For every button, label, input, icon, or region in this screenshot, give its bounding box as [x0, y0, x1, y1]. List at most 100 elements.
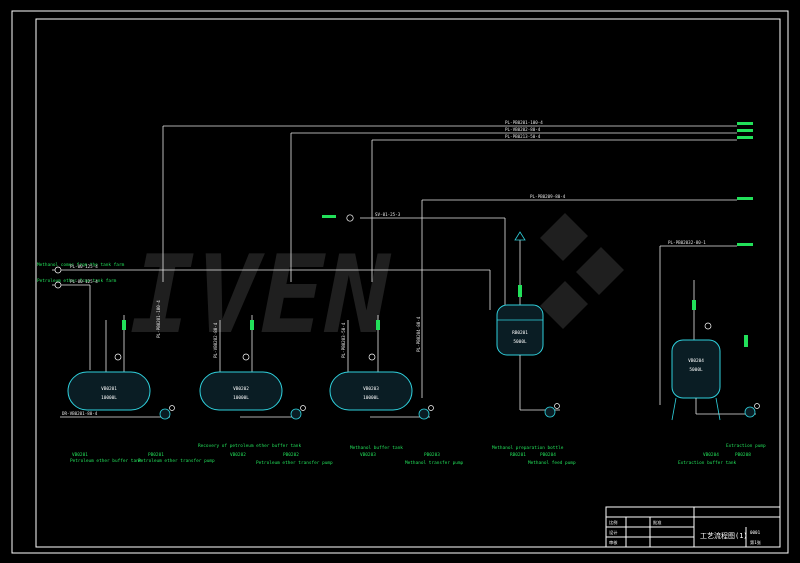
tank1-valve [122, 320, 126, 330]
steam-pipe-label: SV-01-25-3 [375, 212, 401, 217]
pump1-code: PB0201 [148, 452, 164, 458]
pump2-body [290, 408, 302, 420]
outer-frame [11, 10, 789, 554]
tank2-body [199, 371, 283, 411]
left-label-pe: Petroleum ether from tank farm [37, 278, 117, 284]
pump5-code: PB0208 [735, 452, 751, 458]
tank-vb0201: PL-PB0201-100-4 VB0201 10000L DR-VB0201-… [60, 300, 215, 464]
left-label-methanol: Methanol comes from the tank farm [37, 262, 125, 268]
tank2-size: 10000L [233, 395, 249, 401]
tank1-body [67, 371, 151, 411]
terminal-arrow-3 [737, 136, 753, 139]
tank1-riser-label: PL-PB0201-100-4 [156, 300, 161, 338]
watermark-diamond-bottom [540, 281, 588, 329]
tank1-tag: VB0201 [101, 386, 117, 392]
watermark-diamond-top [540, 213, 588, 261]
pump2-name: Petroleum ether transfer pump [256, 460, 333, 466]
tank3-name: Methanol buffer tank [350, 445, 403, 451]
pump3-body [418, 408, 430, 420]
title-block-sheet: 第1张 [750, 539, 762, 546]
tank2-name: Recovery of petroleum ether buffer tank [198, 443, 301, 449]
pump1-gauge [169, 405, 175, 411]
title-block-label-a: 比例 [609, 519, 617, 526]
tank3-valve [376, 320, 380, 330]
pump4-name: Methanol feed pump [528, 460, 576, 466]
title-block-label-c: 审核 [609, 539, 618, 546]
pump1-name: Petroleum ether transfer pump [138, 458, 215, 464]
header-pipe-1-label: PL-PB0201-100-4 [505, 120, 543, 125]
tank1-drain-label: DR-VB0201-80-4 [62, 411, 98, 416]
reactor-tag: RB0201 [512, 330, 528, 336]
pump2-code: PB0202 [283, 452, 299, 458]
reactor-code: RB0201 [510, 452, 526, 458]
pump3-gauge [428, 405, 434, 411]
pump4-code: PB0204 [540, 452, 556, 458]
terminal-arrows [322, 122, 753, 246]
tank3-tag: VB0203 [363, 386, 379, 392]
tank2-riser-label: PL-VB0202-80-4 [213, 322, 218, 358]
methanol-feed-label: PL-00-125-4 [70, 264, 98, 269]
title-block-drawing-no: 0001 [750, 530, 761, 535]
tank4-name: Extraction buffer tank [678, 460, 737, 466]
tank3-code: VB0203 [360, 452, 376, 458]
tank2-code: VB0202 [230, 452, 246, 458]
reactor-rb0201: RB0201 5000L Methanol preparation bottle… [492, 231, 576, 466]
header-pipes: PL-PB0201-100-4 PL-VB0202-80-4 PL-PB0213… [162, 120, 753, 405]
header-pipe-5-label: PL-PB02032-80-1 [668, 240, 706, 245]
steam-instrument [346, 214, 354, 222]
pump5-gauge [754, 403, 760, 409]
tank2-tag: VB0202 [233, 386, 249, 392]
reactor-name: Methanol preparation bottle [492, 445, 564, 451]
tank4-side-valve [744, 335, 748, 347]
reactor-body [496, 304, 544, 356]
tank-vb0203: PL-PB0203-50-4 VB0203 10000L Methanol bu… [329, 315, 464, 466]
tank1-code: VB0201 [72, 452, 88, 458]
tank4-leg-right [715, 397, 721, 421]
tank1-gauge [114, 353, 122, 361]
tank-vb0202: PL-VB0202-80-4 VB0202 10000L Recovery of… [198, 315, 333, 466]
tank3-riser-label: PL-PB0203-50-4 [341, 322, 346, 358]
terminal-arrow-5 [737, 243, 753, 246]
terminal-arrow-2 [737, 129, 753, 132]
watermark-diamond-right [576, 247, 624, 295]
reactor-motor [514, 231, 526, 241]
terminal-arrow-1 [737, 122, 753, 125]
tank4-code: VB0204 [703, 452, 719, 458]
pump3-name: Methanol transfer pump [405, 460, 464, 466]
reactor-size: 5000L [513, 339, 527, 345]
methanol-feed-instrument [54, 266, 62, 274]
inner-frame [35, 18, 781, 548]
tank1-size: 10000L [101, 395, 117, 401]
tank3-gauge [368, 353, 376, 361]
left-feed-pipes: Methanol comes from the tank farm PL-00-… [37, 262, 491, 370]
tank4-leg-left [671, 397, 677, 421]
pump4-gauge [554, 403, 560, 409]
watermark-text: IVEN [130, 233, 392, 358]
pump2-gauge [300, 405, 306, 411]
tank1-name: Petroleum ether buffer tank [70, 458, 142, 464]
pump4-body [544, 406, 556, 418]
pump1-body [159, 408, 171, 420]
pe-feed-instrument [54, 281, 62, 289]
tank-vb0204: VB0204 5000L Extraction pump VB0204 PB02… [671, 280, 766, 466]
header-pipe-4-label: PL-PB0209-80-4 [530, 194, 566, 199]
pe-feed-label: PL-00-125-4 [70, 279, 98, 284]
tank4-valve [692, 300, 696, 310]
tank4-tag: VB0204 [688, 358, 704, 364]
title-block-title: 工艺流程图(1) [700, 531, 748, 540]
tank3-body [329, 371, 413, 411]
tank2-valve [250, 320, 254, 330]
pump5-body [744, 406, 756, 418]
title-block-label-d: 批准 [653, 519, 661, 526]
title-block-label-b: 设计 [609, 529, 617, 536]
terminal-arrow-4 [737, 197, 753, 200]
tank2-gauge [242, 353, 250, 361]
header-pipe-2-label: PL-VB0202-80-4 [505, 127, 541, 132]
steam-source-arrow [322, 215, 336, 218]
reactor-valve [518, 285, 522, 297]
tank4-size: 5000L [689, 367, 703, 373]
pump3-code: PB0203 [424, 452, 440, 458]
tank3-size: 10000L [363, 395, 379, 401]
